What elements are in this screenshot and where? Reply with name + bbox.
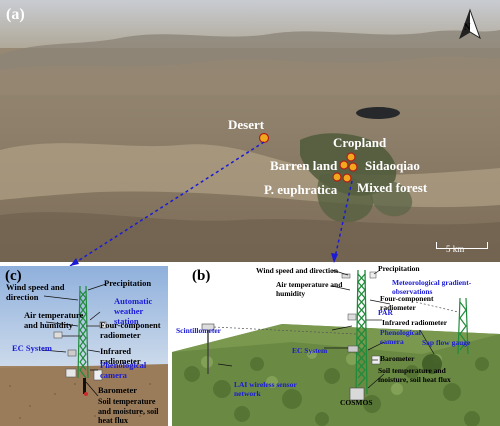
c-label-wind: Wind speed and direction (6, 282, 65, 302)
b-label-four: Four-component radiometer (380, 294, 434, 312)
b-label-wind: Wind speed and direction (256, 266, 339, 275)
site-label-barren-land: Barren land (270, 158, 338, 173)
c-label-infrared: Infrared radiometer (100, 346, 141, 366)
c-label-aws: Automatic weather station (114, 296, 153, 326)
b-label-scint: Scintillometer (176, 326, 221, 335)
c-label-baro: Barometer (98, 385, 138, 395)
scale-bar (436, 242, 488, 249)
panel-b: (b) Wind speed and direction Precipitati… (172, 264, 500, 426)
panel-c-letter: (c) (5, 268, 22, 284)
panel-a: (a) N Desert Cropland Barren land Sidaoq… (0, 0, 500, 262)
marker-mixed-forest (342, 173, 352, 183)
tower-b (355, 269, 368, 395)
leader-line-sidaoqiao (333, 180, 353, 263)
marker-cropland (346, 152, 356, 162)
north-label: N (464, 22, 471, 32)
leader-arrowhead-sidaoqiao (331, 253, 338, 263)
site-label-desert: Desert (228, 117, 265, 132)
c-label-precip: Precipitation (104, 278, 152, 288)
marker-sidaoqiao (348, 162, 358, 172)
marker-barren-land (339, 160, 349, 170)
c-label-ec: EC System (12, 343, 52, 353)
b-label-sap: Sap flow gauge (422, 338, 471, 347)
scale-label: 5 km (446, 244, 465, 254)
c-label-soil: Soil temperature and moisture, soil heat… (98, 397, 159, 425)
b-label-soil: Soil temperature and moisture, soil heat… (378, 366, 451, 384)
b-label-cosmos: COSMOS (340, 398, 373, 407)
panel-c: (c) Wind speed and direction Precipitati… (0, 266, 168, 426)
c-label-camera: Phenological camera (100, 360, 147, 380)
panel-b-scene (172, 264, 500, 426)
tower-c (77, 285, 89, 379)
b-label-infrared: Infrared radiometer (382, 318, 448, 327)
panel-c-photo (0, 266, 168, 426)
north-arrow-icon (459, 8, 481, 40)
site-label-sidaoqiao: Sidaoqiao (365, 158, 420, 173)
b-label-camera: Phenological camera (380, 328, 421, 346)
site-label-p-euphratica: P. euphratica (264, 182, 338, 197)
b-label-baro: Barometer (380, 354, 415, 363)
panel-a-map (0, 0, 500, 262)
c-label-air: Air temperature and humidity (24, 310, 84, 330)
b-label-precip: Precipitation (378, 264, 420, 273)
site-label-mixed-forest: Mixed forest (357, 180, 428, 195)
leader-arrowhead-desert (70, 258, 79, 266)
panel-a-letter: (a) (6, 6, 25, 23)
site-markers (258, 132, 358, 183)
b-label-lai: LAI wireless sensor network (234, 380, 297, 398)
gradient-tower (457, 297, 469, 355)
b-label-air: Air temperature and humidity (276, 280, 343, 298)
panel-b-letter: (b) (192, 268, 211, 284)
site-label-cropland: Cropland (333, 135, 387, 150)
leader-line-desert (69, 141, 265, 267)
b-label-ec: EC System (292, 346, 328, 355)
marker-p-euphratica (332, 172, 342, 182)
b-label-par: PAR (378, 308, 393, 317)
c-label-four: Four-component radiometer (100, 320, 161, 340)
north-arrow: N (456, 8, 484, 42)
b-label-met: Meteorological gradient-observations (392, 278, 472, 296)
